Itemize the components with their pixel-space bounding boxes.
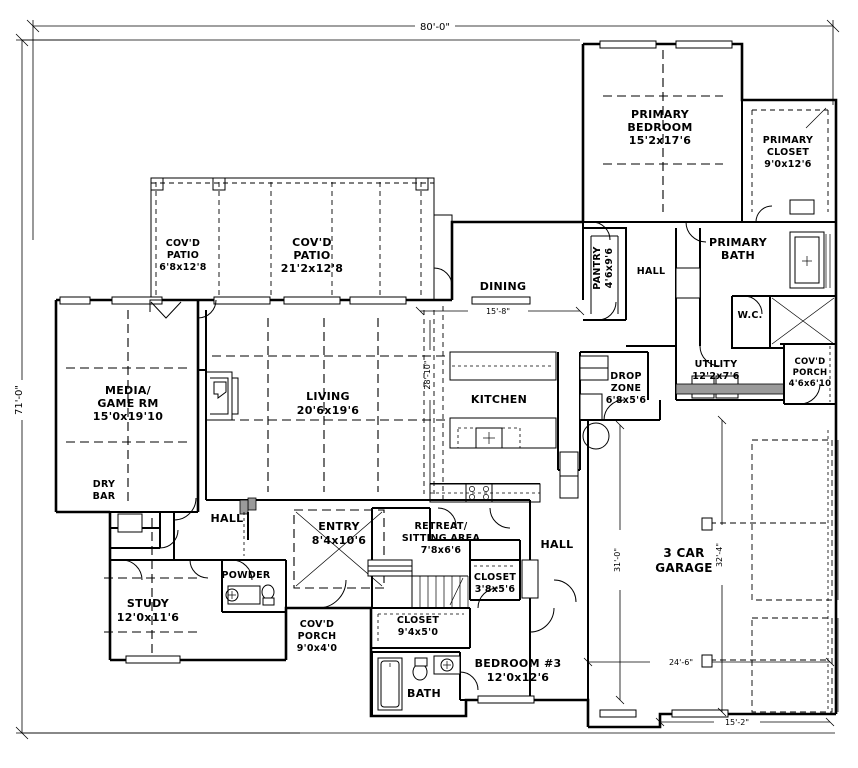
svg-text:4'6x6'10: 4'6x6'10 xyxy=(789,379,832,389)
svg-text:GAME RM: GAME RM xyxy=(97,397,158,410)
svg-text:COV'D: COV'D xyxy=(166,238,200,249)
dimension-text-group: 80'-0" 71'-0" 15'-8" 28'-10" 31'-0" 32'-… xyxy=(14,22,749,727)
svg-text:8'4x10'6: 8'4x10'6 xyxy=(312,534,367,547)
room-label-covd-porch-front: COV'D PORCH 9'0x4'0 xyxy=(297,619,338,654)
svg-text:STUDY: STUDY xyxy=(127,597,170,610)
svg-text:BEDROOM: BEDROOM xyxy=(627,121,692,134)
room-label-bedroom-3: BEDROOM #3 12'0x12'6 xyxy=(475,657,562,684)
svg-text:CLOSET: CLOSET xyxy=(767,147,810,158)
room-label-covd-patio-small: COV'D PATIO 6'8x12'8 xyxy=(159,238,206,273)
door-swings xyxy=(121,205,821,691)
svg-text:12'2x7'6: 12'2x7'6 xyxy=(692,371,739,382)
svg-text:PORCH: PORCH xyxy=(298,631,337,642)
room-label-primary-closet: PRIMARY CLOSET 9'0x12'6 xyxy=(763,135,813,170)
room-label-entry: ENTRY 8'4x10'6 xyxy=(312,520,367,547)
room-label-pantry: PANTRY 4'6x9'6 xyxy=(592,246,615,289)
living-depth-dimension: 28'-10" xyxy=(423,360,432,389)
svg-text:LIVING: LIVING xyxy=(306,390,350,403)
room-label-bath: BATH xyxy=(407,687,441,700)
svg-text:15'0x19'10: 15'0x19'10 xyxy=(93,410,163,423)
room-label-covd-porch-rear: COV'D PORCH 4'6x6'10 xyxy=(789,357,832,389)
room-label-living: LIVING 20'6x19'6 xyxy=(297,390,359,417)
svg-text:15'2x17'6: 15'2x17'6 xyxy=(629,134,691,147)
room-label-powder: POWDER xyxy=(221,570,270,581)
svg-text:4'6x9'6: 4'6x9'6 xyxy=(604,248,615,289)
room-label-garage: 3 CAR GARAGE xyxy=(655,546,713,575)
svg-text:COV'D: COV'D xyxy=(795,357,826,367)
room-label-hall-primary: HALL xyxy=(637,266,666,277)
svg-text:7'8x6'6: 7'8x6'6 xyxy=(421,545,462,556)
windows xyxy=(59,40,733,718)
overall-width-dimension: 80'-0" xyxy=(420,22,450,33)
stair-treads xyxy=(411,575,469,609)
svg-text:12'0x12'6: 12'0x12'6 xyxy=(487,671,549,684)
svg-text:3 CAR: 3 CAR xyxy=(663,546,704,560)
svg-text:20'6x19'6: 20'6x19'6 xyxy=(297,404,359,417)
garage-depth-dimension: 31'-0" xyxy=(613,548,622,572)
room-label-study: STUDY 12'0x11'6 xyxy=(117,597,179,624)
svg-text:ENTRY: ENTRY xyxy=(318,520,360,533)
svg-text:PRIMARY: PRIMARY xyxy=(631,108,690,121)
room-label-dry-bar: DRY BAR xyxy=(93,479,116,502)
covered-patio-region xyxy=(150,177,453,301)
svg-text:CLOSET: CLOSET xyxy=(474,572,517,583)
garage-width-dimension: 24'-6" xyxy=(669,658,693,667)
dimension-lines xyxy=(15,19,840,740)
room-label-utility: UTILITY 12'2x7'6 xyxy=(692,359,739,382)
svg-text:9'4x5'0: 9'4x5'0 xyxy=(398,627,439,638)
svg-text:21'2x12'8: 21'2x12'8 xyxy=(281,262,343,275)
room-labels: COV'D PATIO 6'8x12'8 COV'D PATIO 21'2x12… xyxy=(93,108,832,700)
svg-text:SITTING AREA: SITTING AREA xyxy=(402,533,481,544)
room-label-drop-zone: DROP ZONE 6'8x5'6 xyxy=(606,371,647,406)
svg-text:GARAGE: GARAGE xyxy=(655,561,713,575)
room-label-covd-patio-large: COV'D PATIO 21'2x12'8 xyxy=(281,236,343,275)
svg-text:12'0x11'6: 12'0x11'6 xyxy=(117,611,179,624)
room-label-hall-center: HALL xyxy=(211,512,244,525)
svg-text:COV'D: COV'D xyxy=(292,236,332,249)
overall-depth-dimension: 71'-0" xyxy=(14,385,25,415)
dining-width-dimension: 15'-8" xyxy=(486,307,510,316)
room-label-closet-bedroom3: CLOSET 9'4x5'0 xyxy=(397,615,440,638)
svg-text:6'8x5'6: 6'8x5'6 xyxy=(606,395,647,406)
svg-text:CLOSET: CLOSET xyxy=(397,615,440,626)
interior-walls xyxy=(110,100,836,716)
svg-text:6'8x12'8: 6'8x12'8 xyxy=(159,262,206,273)
room-label-primary-bedroom: PRIMARY BEDROOM 15'2x17'6 xyxy=(627,108,692,147)
room-label-kitchen: KITCHEN xyxy=(471,393,527,406)
garage-right-dimension: 32'-4" xyxy=(715,543,724,567)
room-label-hall-right: HALL xyxy=(541,538,574,551)
svg-text:RETREAT/: RETREAT/ xyxy=(414,521,467,532)
svg-text:PANTRY: PANTRY xyxy=(592,246,603,289)
svg-text:9'0x4'0: 9'0x4'0 xyxy=(297,643,338,654)
room-label-retreat-sitting: RETREAT/ SITTING AREA 7'8x6'6 xyxy=(402,521,481,556)
interior-dimension-leaders xyxy=(415,306,835,727)
svg-text:DRY: DRY xyxy=(93,479,115,490)
svg-text:3'8x5'6: 3'8x5'6 xyxy=(475,584,516,595)
room-label-primary-bath: PRIMARY BATH xyxy=(709,236,768,262)
svg-text:PORCH: PORCH xyxy=(793,368,828,378)
garage-bottom-dimension: 15'-2" xyxy=(725,718,749,727)
svg-text:COV'D: COV'D xyxy=(300,619,334,630)
svg-text:9'0x12'6: 9'0x12'6 xyxy=(764,159,811,170)
svg-text:PATIO: PATIO xyxy=(293,249,330,262)
svg-text:PRIMARY: PRIMARY xyxy=(763,135,813,146)
svg-text:DROP: DROP xyxy=(610,371,641,382)
room-label-dining: DINING xyxy=(480,280,527,293)
svg-text:BATH: BATH xyxy=(721,249,755,262)
svg-text:UTILITY: UTILITY xyxy=(695,359,738,370)
room-label-wc: W.C. xyxy=(737,310,762,321)
svg-text:MEDIA/: MEDIA/ xyxy=(105,384,152,397)
svg-text:BEDROOM #3: BEDROOM #3 xyxy=(475,657,562,670)
svg-text:BAR: BAR xyxy=(93,491,116,502)
svg-text:PRIMARY: PRIMARY xyxy=(709,236,768,249)
ceiling-beams xyxy=(66,50,839,713)
svg-text:PATIO: PATIO xyxy=(167,250,199,261)
room-label-closet-retreat: CLOSET 3'8x5'6 xyxy=(474,572,517,595)
room-label-media-game-rm: MEDIA/ GAME RM 15'0x19'10 xyxy=(93,384,163,423)
svg-text:ZONE: ZONE xyxy=(611,383,642,394)
